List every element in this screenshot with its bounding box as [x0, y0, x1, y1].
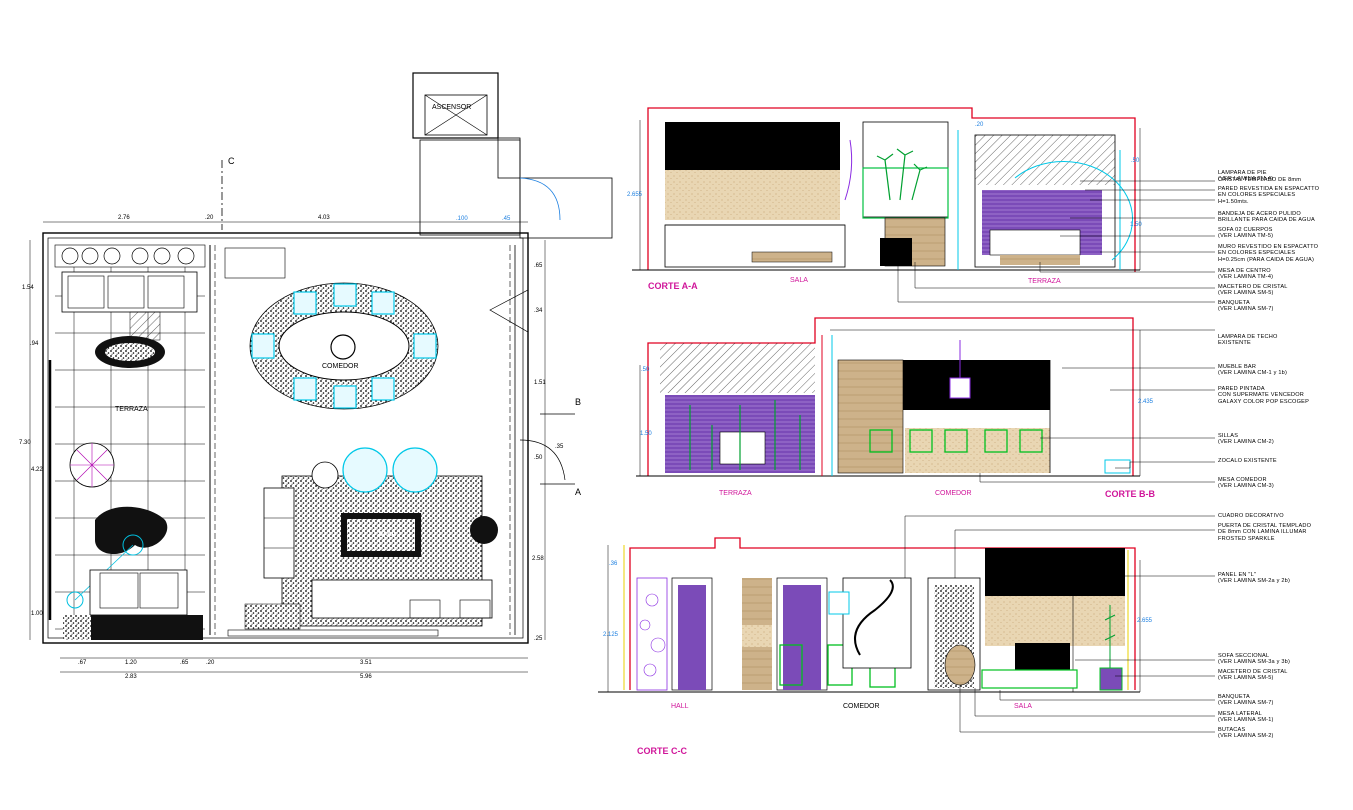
corte-aa-room-terraza: TERRAZA — [1028, 278, 1061, 285]
dim-right-3: 1.51 — [534, 380, 546, 386]
corte-cc-dim-1: .36 — [609, 561, 618, 567]
dim-right-2: .34 — [534, 308, 543, 314]
note-zocalo: ZOCALO EXISTENTE — [1218, 458, 1277, 464]
note-puerta-cristal: PUERTA DE CRISTAL TEMPLADO DE 8mm CON LA… — [1218, 523, 1312, 542]
note-lampara-techo: LAMPARA DE TECHO EXISTENTE — [1218, 334, 1278, 347]
dim-left-2: .94 — [30, 341, 39, 347]
cut-c-marker: C — [228, 156, 235, 166]
corte-cc-room-comedor: COMEDOR — [843, 703, 880, 710]
dim-right-7: .25 — [534, 636, 543, 642]
dim-left-4: 4.22 — [31, 467, 43, 473]
comedor-room-label: COMEDOR — [322, 363, 359, 370]
corte-aa-dim-4: .20 — [975, 122, 984, 128]
corte-bb-dim-2: 1.50 — [640, 431, 652, 437]
note-banqueta-a: BANQUETA (VER LAMINA SM-7) — [1218, 300, 1274, 313]
note-pared-pintada: PARED PINTADA CON SUPERMATE VENCEDOR GAL… — [1218, 386, 1310, 405]
dim-right-1: .65 — [534, 263, 543, 269]
note-pared-revestida: PARED REVESTIDA EN ESPACATTO EN COLORES … — [1218, 186, 1320, 205]
note-macetero-a: MACETERO DE CRISTAL (VER LAMINA SM-5) — [1218, 284, 1288, 297]
note-butacas: BUTACAS (VER LAMINA SM-2) — [1218, 727, 1274, 740]
cut-b-marker: B — [575, 397, 582, 407]
dim-top-3: 4.03 — [318, 215, 330, 221]
note-cristal-templado: CRISTAL TEMPLADO DE 8mm — [1218, 177, 1302, 183]
dim-left-3: 7.30 — [19, 440, 31, 446]
dim-top-2: .20 — [205, 215, 214, 221]
cut-a-marker: A — [575, 487, 582, 497]
corte-bb-room-terraza: TERRAZA — [719, 490, 752, 497]
note-sofa-cuerpos: SOFA 02 CUERPOS (VER LAMINA TM-5) — [1218, 227, 1274, 240]
corte-aa-dim-1: 2.655 — [627, 192, 643, 198]
note-cuadro-decorativo: CUADRO DECORATIVO — [1218, 513, 1284, 519]
note-sillas: SILLAS (VER LAMINA CM-2) — [1218, 433, 1274, 446]
note-sofa-seccional: SOFA SECCIONAL (VER LAMINA SM-3a y 3b) — [1218, 653, 1291, 666]
note-mesa-centro: MESA DE CENTRO (VER LAMINA TM-4) — [1218, 268, 1274, 281]
corte-cc-room-hall: HALL — [671, 703, 689, 710]
dim-left-1: 1.54 — [22, 285, 34, 291]
section-b-b — [636, 317, 1215, 483]
dim-bottom-6: 2.83 — [125, 674, 137, 680]
dim-bottom-2: 1.20 — [125, 660, 137, 666]
corte-bb-dim-3: 2.435 — [1138, 399, 1154, 405]
note-panel-l: PANEL EN "L" (VER LAMINA SM-2a y 2b) — [1218, 572, 1291, 585]
corte-cc-title: CORTE C-C — [637, 746, 687, 756]
note-bandeja-acero: BANDEJA DE ACERO PULIDO BRILLANTE PARA C… — [1218, 211, 1315, 224]
corte-aa-dim-3: 1.50 — [1130, 222, 1142, 228]
floor-plan — [29, 72, 613, 673]
note-banqueta-c: BANQUETA (VER LAMINA SM-7) — [1218, 694, 1274, 707]
dim-bottom-1: .67 — [78, 660, 87, 666]
dim-bottom-4: .20 — [206, 660, 215, 666]
note-mesa-lateral: MESA LATERAL (VER LAMINA SM-1) — [1218, 711, 1274, 724]
dim-bottom-3: .65 — [180, 660, 189, 666]
dim-door-1: .100 — [456, 216, 468, 222]
corte-aa-title: CORTE A-A — [648, 281, 698, 291]
note-mueble-bar: MUEBLE BAR (VER LAMINA CM-1 y 1b) — [1218, 364, 1288, 377]
terraza-room-label: TERRAZA — [115, 406, 148, 413]
note-lampara-pie: LAMPARA DE PIE (VER LAMINA TM-4) — [1218, 170, 1274, 183]
elevator-label: ASCENSOR — [432, 104, 472, 111]
corte-cc-dim-3: 2.655 — [1137, 618, 1153, 624]
corte-bb-room-comedor: COMEDOR — [935, 490, 972, 497]
dim-door-2: .45 — [502, 216, 511, 222]
note-macetero-c: MACETERO DE CRISTAL (VER LAMINA SM-5) — [1218, 669, 1288, 682]
dim-bottom-7: 5.96 — [360, 674, 372, 680]
section-c-c — [598, 515, 1215, 733]
dim-right-5: .50 — [534, 455, 543, 461]
section-a-a — [632, 107, 1215, 303]
dim-right-6: 2.58 — [532, 556, 544, 562]
note-mesa-comedor: MESA COMEDOR (VER LAMINA CM-3) — [1218, 477, 1274, 490]
corte-aa-dim-2: .50 — [1131, 158, 1140, 164]
dim-left-5: 1.00 — [31, 611, 43, 617]
sala-room-label: SALA — [378, 531, 396, 538]
corte-cc-dim-2: 2.125 — [603, 632, 619, 638]
dim-top-1: 2.76 — [118, 215, 130, 221]
corte-aa-room-sala: SALA — [790, 277, 808, 284]
note-muro-revestido: MURO REVESTIDO EN ESPACATTO EN COLORES E… — [1218, 244, 1319, 263]
corte-bb-dim-1: .50 — [641, 367, 650, 373]
corte-bb-title: CORTE B-B — [1105, 489, 1155, 499]
corte-cc-room-sala: SALA — [1014, 703, 1032, 710]
dim-right-4: .35 — [555, 444, 564, 450]
dim-bottom-5: 3.51 — [360, 660, 372, 666]
